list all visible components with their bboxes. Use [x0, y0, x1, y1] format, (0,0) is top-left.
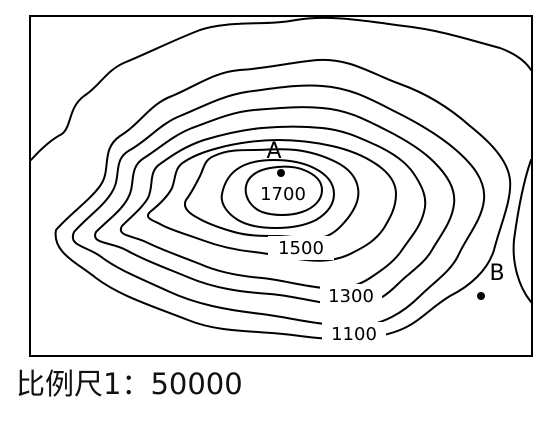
map-frame [29, 15, 533, 357]
elevation-label-1700: 1700 [260, 184, 306, 205]
contour-line-outer-left [30, 16, 532, 161]
label-bg-1100 [322, 322, 386, 346]
contour-line-1700 [244, 165, 323, 216]
contour-line-1600 [220, 159, 335, 229]
scale-text: 比例尺1：50000 [16, 367, 243, 401]
contour-line-1200 [93, 106, 456, 308]
contour-line-1500 [184, 148, 360, 240]
elevation-label-1300: 1300 [328, 286, 374, 307]
point-b-label: B [489, 261, 504, 286]
point-a-label: A [266, 139, 281, 164]
point-b-marker [477, 292, 485, 300]
contour-line-1 [54, 58, 512, 341]
elevation-label-1100: 1100 [331, 324, 377, 345]
label-bg-1300 [320, 284, 382, 308]
contour-line-1400 [146, 139, 397, 262]
contour-line-1100 [71, 84, 486, 327]
contour-line-outer-bottom-right [512, 159, 532, 303]
label-bg-1700 [253, 183, 313, 205]
elevation-label-1500: 1500 [278, 238, 324, 259]
label-bg-1500 [268, 236, 334, 260]
contour-line-1300 [119, 125, 427, 290]
point-a-marker [277, 169, 285, 177]
